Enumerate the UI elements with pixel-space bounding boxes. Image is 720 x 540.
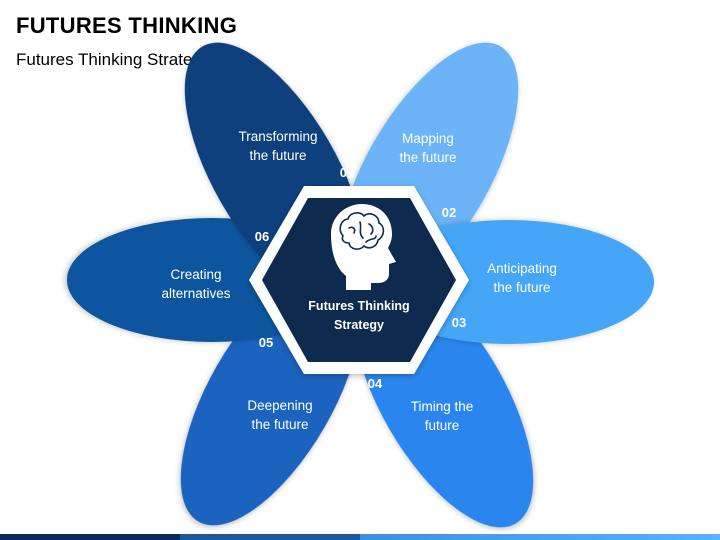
petal-01-number: 01 [340, 165, 354, 180]
petal-02-label-line1: Anticipating [487, 261, 557, 276]
petal-01-label-line1: Mapping [402, 131, 454, 146]
footer-bar-segment [180, 534, 360, 540]
center-label-line1: Futures Thinking [308, 299, 409, 313]
footer-bar [0, 534, 720, 540]
petal-06-number: 06 [255, 229, 269, 244]
petal-04-label-line2: the future [251, 417, 308, 432]
petal-02-label-line2: the future [493, 280, 550, 295]
petal-05-label-line2: alternatives [161, 286, 230, 301]
brain-head-icon [331, 204, 396, 290]
petal-05-number: 05 [259, 335, 273, 350]
page-title: FUTURES THINKING [16, 13, 238, 38]
petal-05-label-line1: Creating [170, 267, 221, 282]
petal-03-label-line1: Timing the [411, 399, 474, 414]
petal-02-number: 02 [442, 205, 456, 220]
petal-04-label-line1: Deepening [247, 398, 312, 413]
petal-03-number: 03 [452, 315, 466, 330]
petal-06-label-line1: Transforming [238, 129, 317, 144]
center-label-line2: Strategy [334, 318, 384, 332]
footer-bar-segment [360, 534, 720, 540]
petal-04-number: 04 [368, 376, 383, 391]
petal-06-label-line2: the future [249, 148, 306, 163]
footer-bar-segment [0, 534, 180, 540]
page-subtitle: Futures Thinking Strategy [16, 50, 211, 69]
petal-01-label-line2: the future [399, 150, 456, 165]
petal-03-label-line2: future [425, 418, 460, 433]
